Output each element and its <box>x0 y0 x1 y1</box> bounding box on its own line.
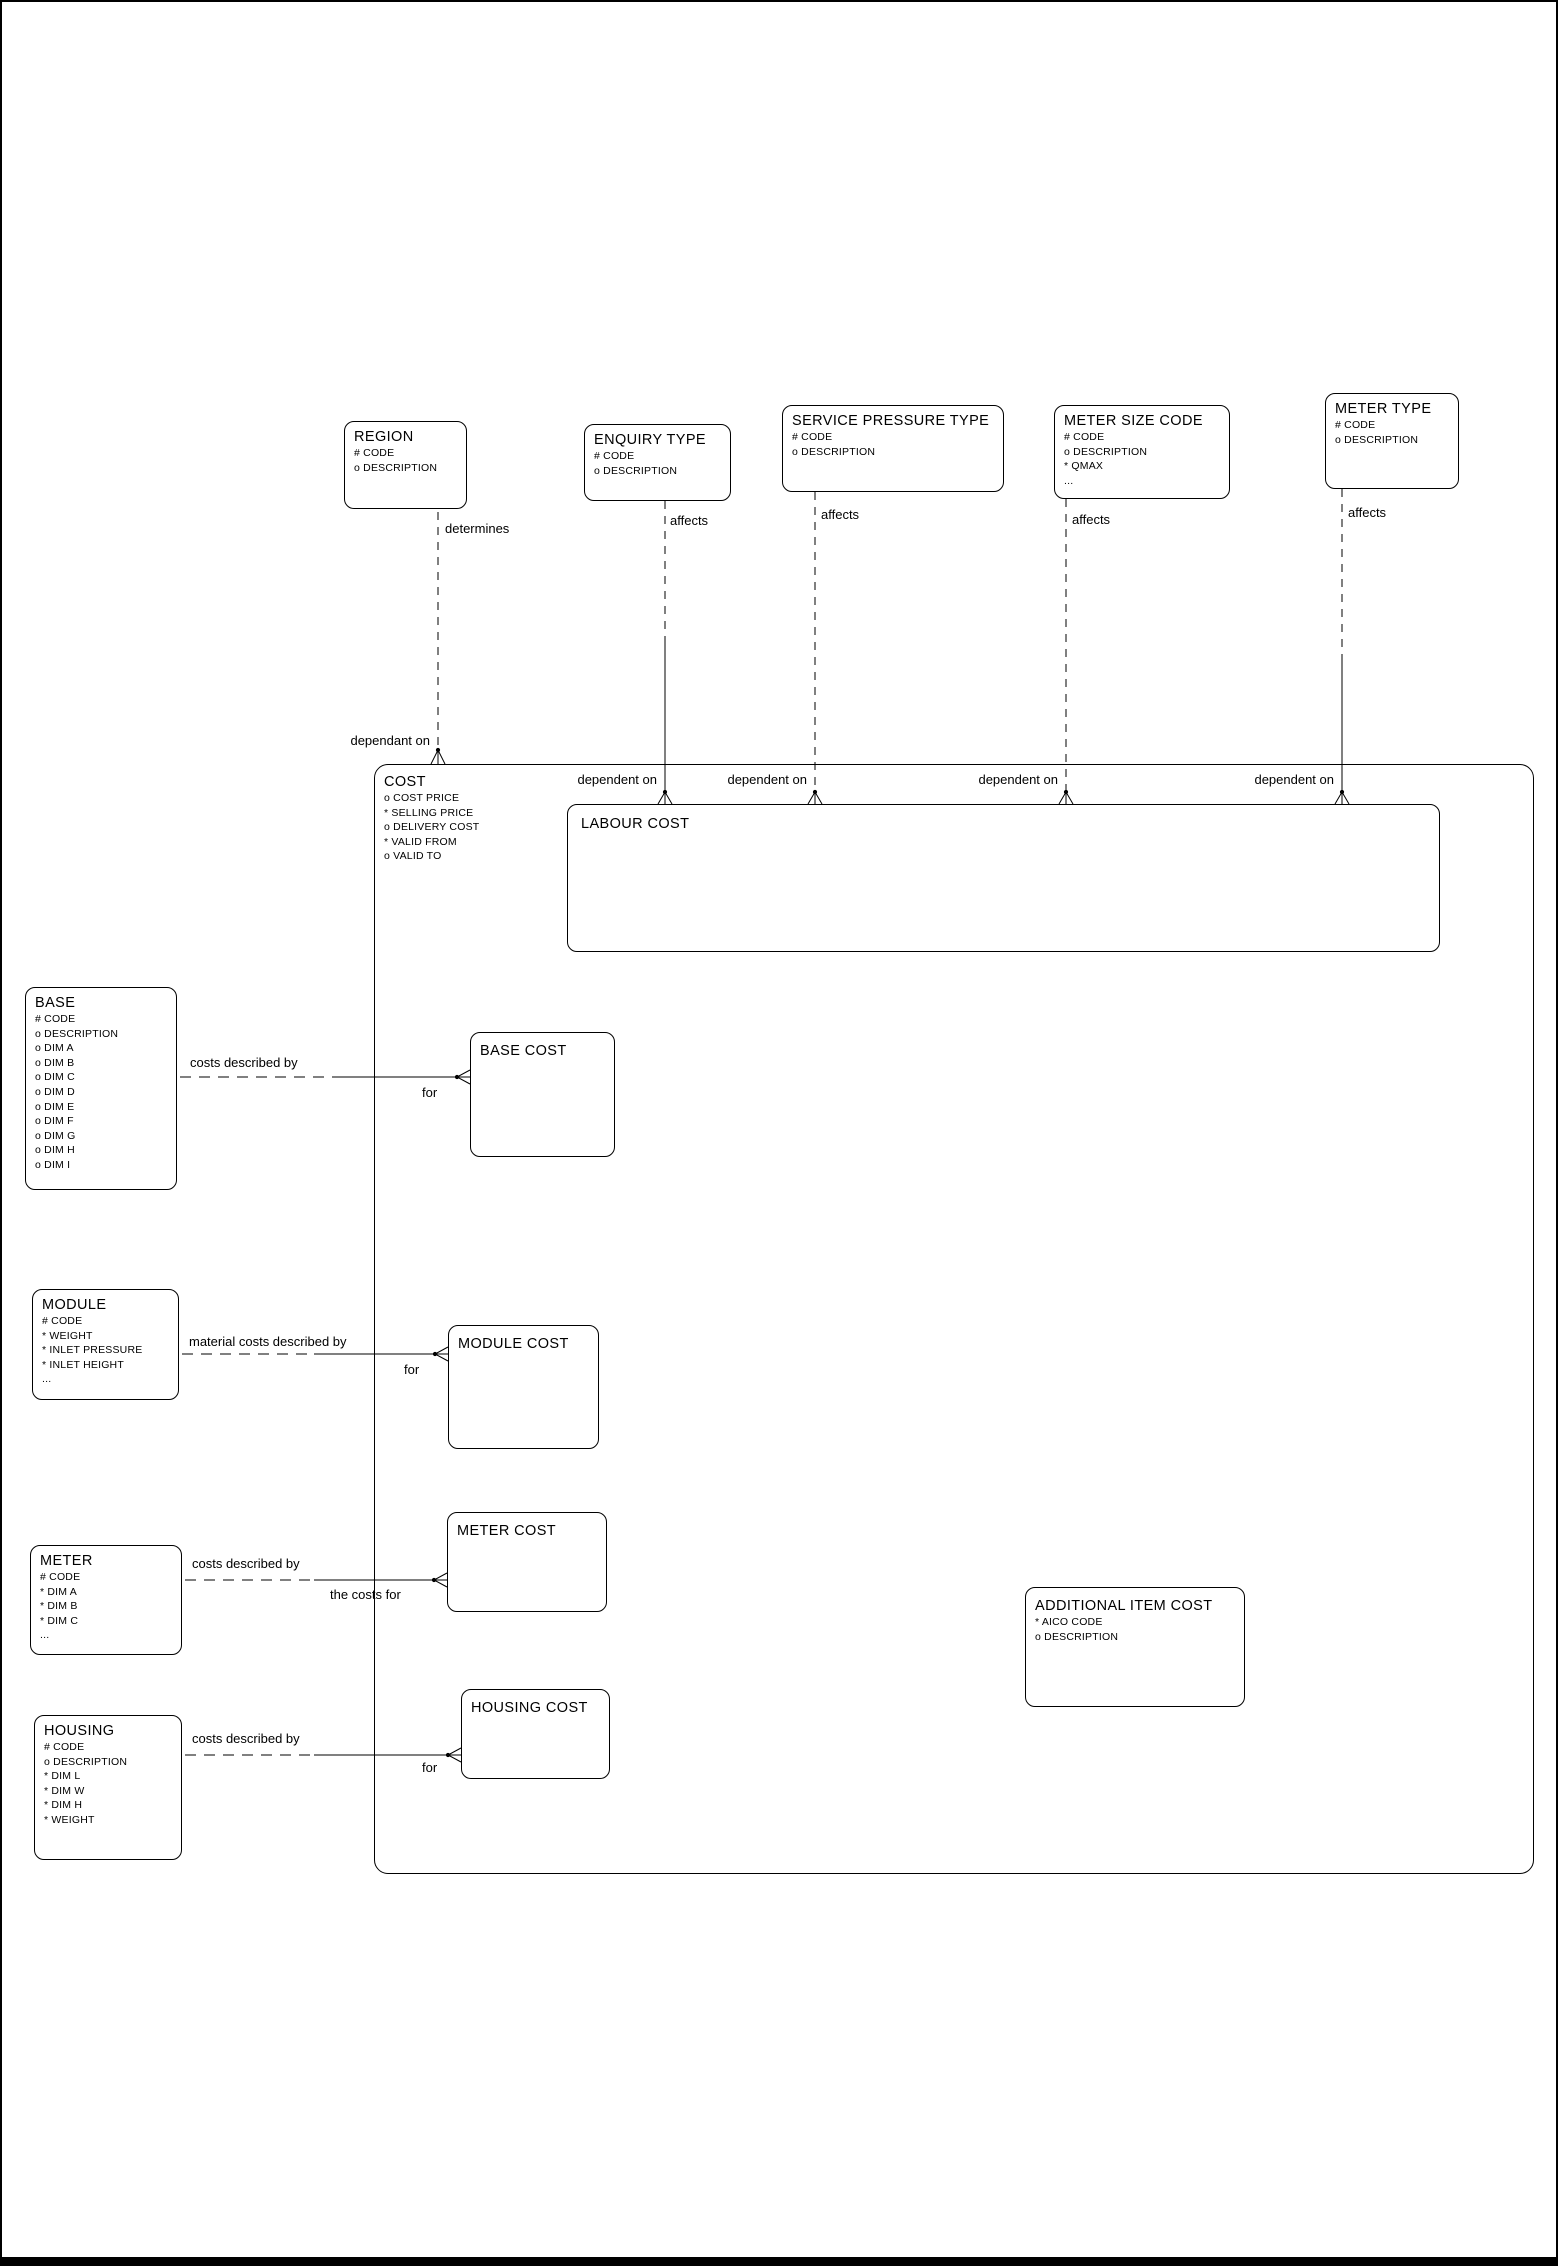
attribute-row: * WEIGHT <box>44 1813 95 1826</box>
attribute-row: o DESCRIPTION <box>594 464 678 477</box>
entity-meter-type: METER TYPE # CODE o DESCRIPTION <box>1325 393 1459 489</box>
attribute-row: o DELIVERY COST <box>384 821 480 834</box>
attribute-row: o DESCRIPTION <box>1335 433 1419 446</box>
attribute-row: o DESCRIPTION <box>35 1027 119 1040</box>
attribute-row: * INLET HEIGHT <box>42 1358 124 1371</box>
entity-region-title: REGION <box>354 429 414 445</box>
relationship-label-for: for <box>422 1760 438 1775</box>
attribute-row: * DIM A <box>40 1585 77 1598</box>
attribute-row: # CODE <box>594 450 635 462</box>
entity-enquiry-type-title: ENQUIRY TYPE <box>594 432 706 448</box>
attribute-row: # CODE <box>40 1571 81 1583</box>
attribute-row: * DIM B <box>40 1600 78 1613</box>
entity-module-cost: MODULE COST <box>448 1325 599 1449</box>
page-bottom-border <box>2 2257 1556 2264</box>
attribute-row: * SELLING PRICE <box>384 806 474 819</box>
entity-module-cost-title: MODULE COST <box>458 1336 569 1352</box>
rel-region-cost-crowfoot <box>430 748 446 765</box>
relationship-label-dependent-on: dependent on <box>978 772 1058 787</box>
entity-housing: HOUSING # CODE o DESCRIPTION * DIM L * D… <box>34 1715 182 1860</box>
relationship-label-affects: affects <box>821 507 860 522</box>
entity-service-pressure-type-title: SERVICE PRESSURE TYPE <box>792 413 990 429</box>
entity-service-pressure-type: SERVICE PRESSURE TYPE # CODE o DESCRIPTI… <box>782 405 1004 492</box>
attribute-row: # CODE <box>792 431 833 443</box>
attribute-row: * AICO CODE <box>1035 1616 1103 1628</box>
attribute-row: o DIM E <box>35 1100 75 1113</box>
entity-base: BASE # CODE o DESCRIPTION o DIM A o DIM … <box>25 987 177 1190</box>
attribute-row: * QMAX <box>1064 460 1104 473</box>
attribute-row: * DIM C <box>40 1614 79 1627</box>
attribute-row: # CODE <box>42 1315 83 1327</box>
attribute-row: # CODE <box>35 1013 76 1025</box>
attribute-row: * VALID FROM <box>384 835 457 848</box>
entity-module: MODULE # CODE * WEIGHT * INLET PRESSURE … <box>32 1289 179 1400</box>
relationship-label-affects: affects <box>1072 512 1111 527</box>
attribute-row: o DIM F <box>35 1115 74 1128</box>
entity-housing-title: HOUSING <box>44 1723 115 1739</box>
relationship-label-costs-described-by: costs described by <box>190 1055 298 1070</box>
entity-cost: COST o COST PRICE * SELLING PRICE o DELI… <box>374 764 1534 1874</box>
entity-labour-cost-title: LABOUR COST <box>581 816 690 832</box>
attribute-row: # CODE <box>44 1741 85 1753</box>
attribute-row: * DIM H <box>44 1799 83 1812</box>
entity-housing-cost-title: HOUSING COST <box>471 1700 588 1716</box>
entity-base-title: BASE <box>35 995 76 1011</box>
entity-housing-cost: HOUSING COST <box>461 1689 610 1779</box>
entity-region: REGION # CODE o DESCRIPTION <box>344 421 467 509</box>
attribute-row: ... <box>42 1373 52 1386</box>
attribute-row: o DIM H <box>35 1144 75 1157</box>
attribute-row: * INLET PRESSURE <box>42 1344 143 1357</box>
attribute-row: * DIM L <box>44 1770 81 1783</box>
attribute-row: ... <box>1064 474 1074 487</box>
entity-meter-cost-title: METER COST <box>457 1523 557 1539</box>
attribute-row: o DESCRIPTION <box>1064 445 1148 458</box>
attribute-row: o DIM B <box>35 1056 75 1069</box>
entity-meter-size-code-title: METER SIZE CODE <box>1064 413 1203 429</box>
attribute-row: o DIM C <box>35 1071 75 1084</box>
attribute-row: o DIM I <box>35 1158 71 1171</box>
entity-meter-cost: METER COST <box>447 1512 607 1612</box>
attribute-row: * DIM W <box>44 1784 85 1797</box>
attribute-row: o DESCRIPTION <box>1035 1630 1119 1643</box>
entity-meter-title: METER <box>40 1553 93 1569</box>
relationship-label-affects: affects <box>1348 505 1387 520</box>
attribute-row: o DIM A <box>35 1042 74 1055</box>
attribute-row: o DIM D <box>35 1085 75 1098</box>
entity-additional-item-cost-title: ADDITIONAL ITEM COST <box>1035 1598 1213 1614</box>
relationship-label-dependant-on: dependant on <box>350 733 430 748</box>
relationship-label-determines: determines <box>445 521 510 536</box>
relationship-label-costs-described-by: costs described by <box>192 1731 300 1746</box>
entity-base-cost: BASE COST <box>470 1032 615 1157</box>
relationship-label-dependent-on: dependent on <box>1254 772 1334 787</box>
attribute-row: o DESCRIPTION <box>792 445 876 458</box>
relationship-label-dependent-on: dependent on <box>577 772 657 787</box>
attribute-row: ... <box>40 1629 50 1642</box>
attribute-row: # CODE <box>1335 419 1376 431</box>
relationship-label-the-costs-for: the costs for <box>330 1587 401 1602</box>
entity-meter-size-code: METER SIZE CODE # CODE o DESCRIPTION * Q… <box>1054 405 1230 499</box>
relationship-label-dependent-on: dependent on <box>727 772 807 787</box>
entity-labour-cost: LABOUR COST <box>567 804 1440 952</box>
attribute-row: o DESCRIPTION <box>354 461 438 474</box>
attribute-row: # CODE <box>1064 431 1105 443</box>
entity-module-title: MODULE <box>42 1297 107 1313</box>
entity-meter-type-title: METER TYPE <box>1335 401 1432 417</box>
relationship-label-material-costs-described-by: material costs described by <box>189 1334 347 1349</box>
attribute-row: o VALID TO <box>384 850 442 863</box>
relationship-label-for: for <box>422 1085 438 1100</box>
entity-base-cost-title: BASE COST <box>480 1043 567 1059</box>
attribute-row: o DIM G <box>35 1129 76 1142</box>
relationship-label-for: for <box>404 1362 420 1377</box>
entity-meter: METER # CODE * DIM A * DIM B * DIM C ... <box>30 1545 182 1655</box>
relationship-label-costs-described-by: costs described by <box>192 1556 300 1571</box>
rel-region-cost-dot <box>435 747 441 753</box>
attribute-row: o DESCRIPTION <box>44 1755 128 1768</box>
attribute-row: o COST PRICE <box>384 792 460 804</box>
attribute-row: # CODE <box>354 447 395 459</box>
entity-cost-title: COST <box>384 774 426 790</box>
entity-enquiry-type: ENQUIRY TYPE # CODE o DESCRIPTION <box>584 424 731 501</box>
relationship-label-affects: affects <box>670 513 709 528</box>
entity-additional-item-cost: ADDITIONAL ITEM COST * AICO CODE o DESCR… <box>1025 1587 1245 1707</box>
attribute-row: * WEIGHT <box>42 1329 93 1342</box>
